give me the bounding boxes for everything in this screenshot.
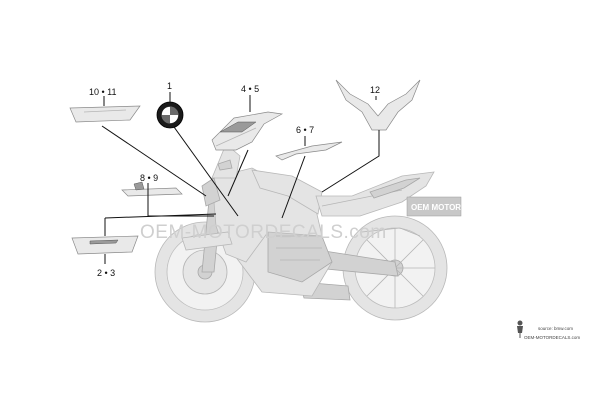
callout-10-11: 10 • 11 — [89, 87, 117, 97]
callout-1: 1 — [167, 81, 172, 91]
fuel-tank — [251, 169, 323, 215]
tail-stripe — [369, 177, 421, 199]
callout-6-7: 6 • 7 — [296, 125, 314, 135]
mirror — [217, 159, 233, 171]
source-logo-icon — [517, 320, 523, 338]
part-6-7-side-stripe — [275, 141, 343, 161]
watermark-box-text: OEM MOTORDECALS — [411, 203, 495, 212]
watermark-text: OEM-MOTORDECALS.com — [140, 222, 387, 243]
watermark-box — [406, 196, 462, 217]
watermark: OEM-MOTORDECALS.com OEM MOTORDECALS — [140, 196, 495, 243]
motorcycle-illustration — [154, 143, 448, 323]
part-2-3-lower-decal — [71, 235, 139, 255]
source-line-2: OEM-MOTORDECALS.com — [524, 335, 580, 340]
part-8-9-small-decal — [121, 181, 183, 197]
source-line-1: source: bmw.com — [538, 326, 573, 331]
source-credit: source: bmw.com OEM-MOTORDECALS.com — [517, 320, 580, 340]
callout-12: 12 — [370, 85, 380, 95]
callout-8-9: 8 • 9 — [140, 173, 158, 183]
front-mudguard — [181, 231, 233, 251]
callout-labels: 1 4 • 5 12 10 • 11 6 • 7 8 • 9 2 • 3 — [89, 81, 380, 278]
part-4-5-fairing-decal — [211, 111, 284, 151]
callout-4-5: 4 • 5 — [241, 84, 259, 94]
part-10-11-upper-decal — [69, 105, 141, 123]
part-1-roundel-badge — [156, 101, 184, 129]
leader-lines — [101, 92, 380, 264]
callout-2-3: 2 • 3 — [97, 268, 115, 278]
part-12-seat-cowl-decal — [335, 79, 421, 131]
